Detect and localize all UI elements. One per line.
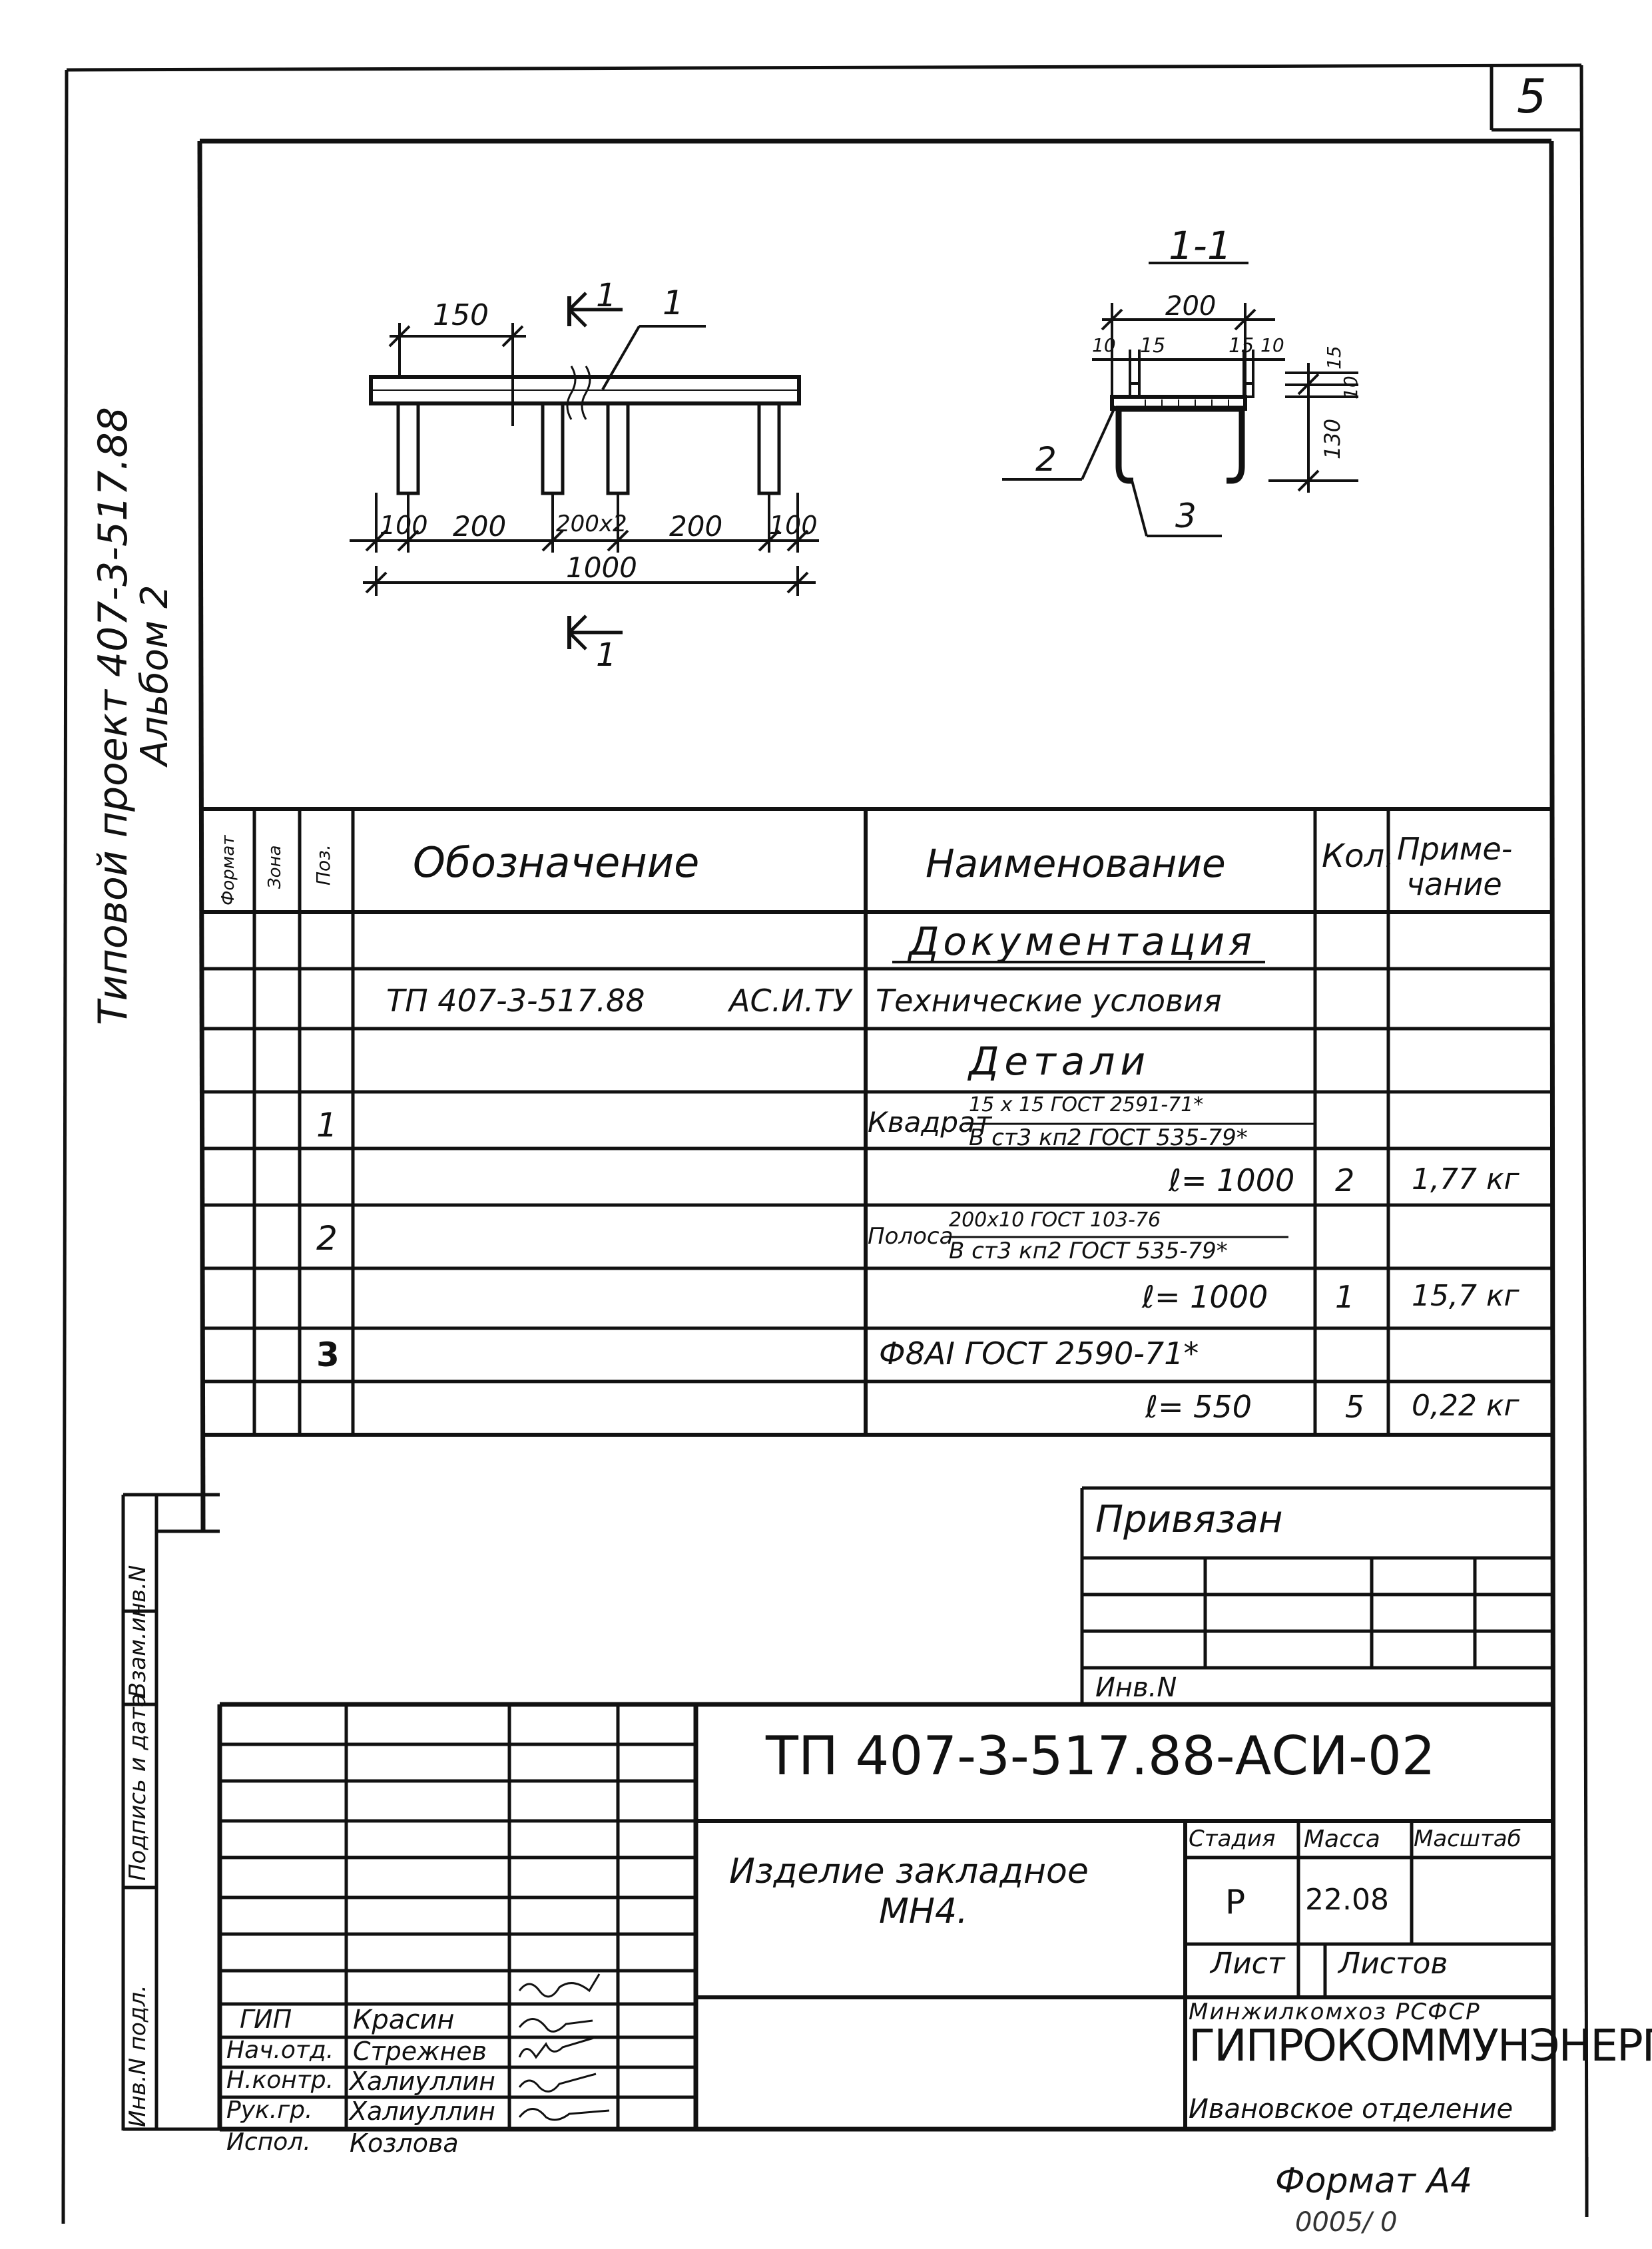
row3-length: ℓ= 550	[1145, 1389, 1252, 1425]
title-org-2: ГИПРОКОММУНЭНЕРГО	[1189, 2020, 1652, 2071]
role-ispol: Испол.	[226, 2128, 311, 2156]
plan-section-label-bottom: 1	[596, 636, 617, 674]
name-ispol: Козлова	[350, 2128, 459, 2158]
plan-dim-100-right: 100	[769, 511, 818, 540]
section-dim-10-vert: 10	[1340, 375, 1362, 399]
doc-code: АС.И.ТУ	[729, 983, 852, 1019]
doc-name: Технические условия	[876, 983, 1222, 1019]
page-edge-marks	[61, 2157, 1589, 2224]
plan-dim-150: 150	[433, 298, 489, 332]
row2-pos: 2	[316, 1219, 338, 1258]
title-scale-label: Масштаб	[1414, 1826, 1521, 1852]
row2-qty: 1	[1335, 1279, 1355, 1315]
title-org-1: Минжилкомхоз РСФСР	[1189, 1999, 1481, 2025]
strip-sign-date: Подпись и дата	[125, 1693, 151, 1881]
side-project-title: Типовой проект 407-3-517.88	[90, 407, 137, 1025]
left-strip-grid	[121, 1493, 220, 2131]
plan-section-label-top: 1	[596, 277, 617, 314]
section-documentation: Документация	[909, 919, 1256, 964]
sheet-format: Формат А4	[1275, 2161, 1473, 2201]
section-dim-15-right: 15	[1229, 334, 1254, 358]
plan-leader-1: 1	[663, 284, 684, 322]
section-leader-3: 3	[1175, 497, 1197, 535]
title-mass-label: Масса	[1304, 1826, 1380, 1853]
title-item-2: МН4.	[879, 1891, 968, 1931]
title-mass: 22.08	[1305, 1883, 1389, 1917]
section-dim-15-vert: 15	[1323, 346, 1345, 370]
row1-num: 15 x 15 ГОСТ 2591-71*	[969, 1093, 1204, 1117]
section-title: 1-1	[1169, 223, 1232, 268]
plan-dim-200-left: 200	[453, 510, 507, 543]
name-ruk-gr: Халиуллин	[350, 2097, 495, 2126]
binding-inv-n: Инв.N	[1095, 1672, 1177, 1703]
strip-replace-inv: Взам.инв.N	[125, 1565, 151, 1698]
plan-view	[350, 292, 819, 650]
name-nach-otd: Стрежнев	[353, 2037, 487, 2066]
plan-dim-200x2: 200x2	[556, 511, 627, 537]
title-code: ТП 407-3-517.88-АСИ-02	[766, 1725, 1436, 1787]
outer-border	[61, 63, 1589, 2191]
header-pos: Поз.	[312, 844, 334, 885]
row2-num: 200x10 ГОСТ 103-76	[949, 1208, 1161, 1232]
header-name: Наименование	[926, 841, 1226, 886]
name-gip: Красин	[353, 2005, 455, 2035]
header-note-2: чание	[1406, 866, 1502, 902]
section-leader-2: 2	[1035, 440, 1057, 479]
title-sheet-label: Лист	[1211, 1947, 1285, 1981]
page-number: 5	[1517, 69, 1547, 124]
header-format: Формат	[218, 835, 238, 906]
row2-prefix: Полоса	[868, 1223, 954, 1250]
row2-length: ℓ= 1000	[1142, 1279, 1268, 1315]
role-nach-otd: Нач.отд.	[226, 2037, 334, 2064]
binding-box-grid	[1080, 1486, 1551, 1704]
row3-qty: 5	[1345, 1389, 1365, 1425]
signatures	[518, 1973, 610, 2121]
name-n-kontr: Халиуллин	[350, 2067, 495, 2096]
row3-note: 0,22 кг	[1412, 1389, 1519, 1423]
plan-dim-200-right: 200	[669, 510, 723, 543]
sheet-bottom-cut: 0005/ 0	[1295, 2207, 1398, 2238]
row2-note: 15,7 кг	[1412, 1279, 1519, 1313]
plan-dim-1000: 1000	[566, 551, 637, 584]
side-album: Альбом 2	[133, 585, 176, 766]
title-stage: Р	[1225, 1883, 1246, 1921]
title-item-1: Изделие закладное	[729, 1852, 1089, 1891]
title-stage-label: Стадия	[1189, 1826, 1276, 1852]
section-dim-10-right: 10	[1260, 334, 1284, 356]
title-sheets-label: Листов	[1338, 1947, 1448, 1981]
header-zone: Зона	[265, 845, 285, 889]
header-designation: Обозначение	[413, 838, 700, 887]
spec-table-grid	[203, 807, 1551, 1437]
row1-qty: 2	[1335, 1162, 1355, 1198]
role-gip: ГИП	[240, 2005, 292, 2034]
row3-name: Ф8АⅠ ГОСТ 2590-71*	[879, 1336, 1199, 1372]
row3-pos: 3	[316, 1336, 340, 1374]
section-view	[1002, 262, 1358, 537]
doc-designation: ТП 407-3-517.88	[386, 983, 645, 1019]
inner-frame	[197, 138, 1556, 2132]
row1-length: ℓ= 1000	[1169, 1162, 1295, 1198]
row2-den: В ст3 кп2 ГОСТ 535-79*	[949, 1238, 1228, 1264]
role-n-kontr: Н.контр.	[226, 2067, 334, 2094]
section-dim-10-left: 10	[1092, 334, 1116, 356]
header-note-1: Приме-	[1397, 831, 1513, 867]
plan-dim-100-left: 100	[380, 511, 428, 540]
row1-pos: 1	[316, 1106, 338, 1144]
row1-note: 1,77 кг	[1412, 1162, 1519, 1196]
title-org-3: Ивановское отделение	[1189, 2094, 1514, 2124]
binding-privyazan: Привязан	[1095, 1498, 1283, 1541]
row1-den: В ст3 кп2 ГОСТ 535-79*	[969, 1124, 1248, 1151]
row1-prefix: Квадрат	[868, 1106, 992, 1138]
role-ruk-gr: Рук.гр.	[226, 2097, 313, 2124]
header-qty: Кол.	[1322, 838, 1395, 875]
section-dim-130: 130	[1320, 418, 1345, 459]
strip-inv-orig: Инв.N подл.	[125, 1985, 151, 2127]
title-block-grid	[217, 1702, 1551, 2129]
section-parts: Детали	[969, 1039, 1151, 1084]
section-dim-200: 200	[1165, 291, 1217, 322]
section-dim-15-left: 15	[1140, 334, 1166, 358]
